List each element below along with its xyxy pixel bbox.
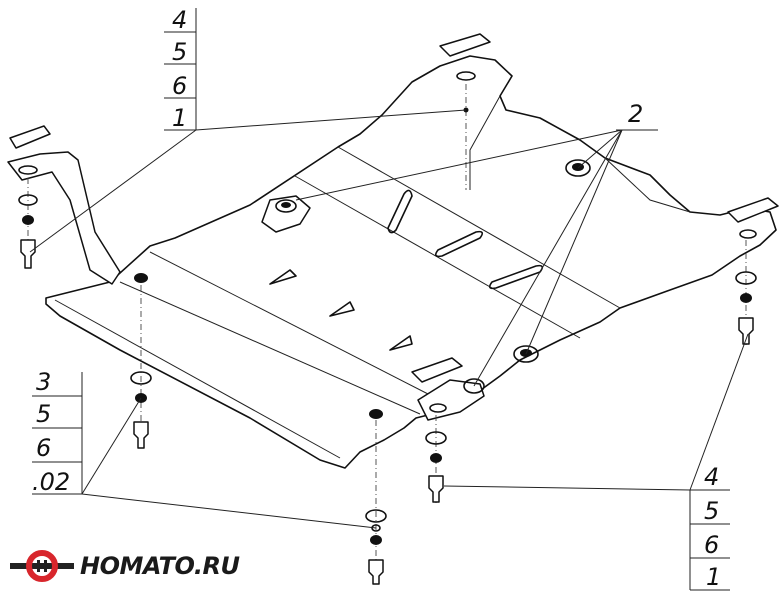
callout-top-left-4: 1 [172,104,187,132]
callout-top-left: 4 5 6 1 [29,6,467,253]
callout-top-left-3: 6 [172,72,187,100]
callout-top-left-1: 4 [172,6,187,34]
fastener-stack-right [735,240,757,345]
callout-bottom-left-3: 6 [36,434,51,462]
callout-bottom-left-2: 5 [36,400,51,428]
top-mount-tab [439,33,491,57]
callout-top-left-2: 5 [172,38,187,66]
vent-holes [269,189,544,351]
fastener-stack-front-center [365,420,387,585]
callout-right-1: 4 [704,463,719,491]
callout-center-label: 2 [628,100,643,128]
top-slot [456,71,476,81]
left-mount-bracket [7,125,121,285]
callout-right-3: 6 [704,531,719,559]
plate-nuts [134,159,591,419]
homato-logo-icon [10,550,74,582]
logo: HOMATO.RU [8,546,240,586]
fastener-stack-left [18,178,38,269]
right-mount-tab [727,197,779,223]
fastener-stack-front-right [425,415,447,505]
callout-right-2: 5 [704,497,719,525]
fastener-stack-front-left [130,285,152,449]
front-bracket [417,379,485,421]
right-slot [739,229,757,239]
callout-right: 4 5 6 1 [443,333,749,591]
front-mount-tab [411,357,463,383]
logo-text: HOMATO.RU [80,552,240,580]
callout-bottom-left: 3 5 6 .02 [32,368,377,529]
skid-plate [45,55,777,469]
callout-bottom-left-4: .02 [32,468,70,496]
callout-center: 2 [295,100,658,387]
front-slot [429,403,447,413]
callout-bottom-left-1: 3 [36,368,51,396]
callout-right-4: 1 [706,563,721,591]
